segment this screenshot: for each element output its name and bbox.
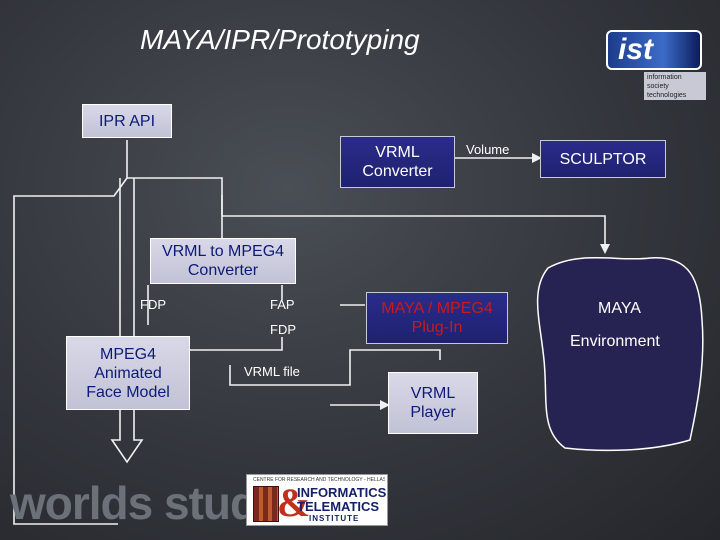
volume-label: Volume: [466, 142, 510, 157]
mpeg4-face-model-box: MPEG4 Animated Face Model: [66, 336, 190, 410]
maya-plugin-label: MAYA / MPEG4 Plug-In: [381, 300, 493, 336]
iti-line-informatics: INFORMATICS: [297, 485, 387, 500]
vrml-to-mpeg4-label: VRML to MPEG4 Converter: [161, 243, 285, 279]
fdp-left-label: FDP: [140, 297, 166, 312]
iti-line-telematics: TELEMATICS: [297, 499, 380, 514]
sculptor-label: SCULPTOR: [559, 150, 647, 168]
iti-building-icon: [253, 486, 279, 522]
ipr-api-label: IPR API: [98, 112, 156, 130]
sculptor-box: SCULPTOR: [540, 140, 666, 178]
vrml-converter-label: VRML Converter: [362, 144, 433, 180]
vrml-player-box: VRML Player: [388, 372, 478, 434]
iti-top-text: CENTRE FOR RESEARCH AND TECHNOLOGY - HEL…: [253, 477, 385, 483]
maya-env-title: MAYA: [598, 300, 641, 317]
wire-big-arrow: [110, 178, 144, 464]
wire-ipr-vrml: [127, 177, 223, 195]
ipr-api-box: IPR API: [82, 104, 172, 138]
maya-env-subtitle: Environment: [570, 333, 660, 350]
iti-logo: CENTRE FOR RESEARCH AND TECHNOLOGY - HEL…: [246, 474, 388, 526]
vrml-converter-box: VRML Converter: [340, 136, 455, 188]
maya-plugin-box: MAYA / MPEG4 Plug-In: [366, 292, 508, 344]
slide-title: MAYA/IPR/Prototyping: [140, 24, 420, 55]
mpeg4-face-model-label: MPEG4 Animated Face Model: [86, 345, 170, 401]
fdp-right-label: FDP: [270, 322, 296, 337]
wire-fdp-right: [190, 337, 283, 351]
iti-ampersand: &: [277, 480, 311, 525]
vrml-file-label: VRML file: [244, 364, 300, 379]
fap-label: FAP: [270, 297, 295, 312]
vrml-to-mpeg4-box: VRML to MPEG4 Converter: [150, 238, 296, 284]
iti-line-institute: INSTITUTE: [309, 514, 360, 523]
ist-badge: ist: [606, 30, 702, 70]
wire-ipr-outer: [13, 140, 128, 525]
wire-vrml-file: [229, 349, 441, 386]
ist-logo: ist information society technologies: [606, 24, 710, 100]
vrml-player-label: VRML Player: [410, 385, 456, 421]
maya-environment-blob: [536, 256, 704, 452]
ist-subtitle: information society technologies: [644, 72, 706, 100]
